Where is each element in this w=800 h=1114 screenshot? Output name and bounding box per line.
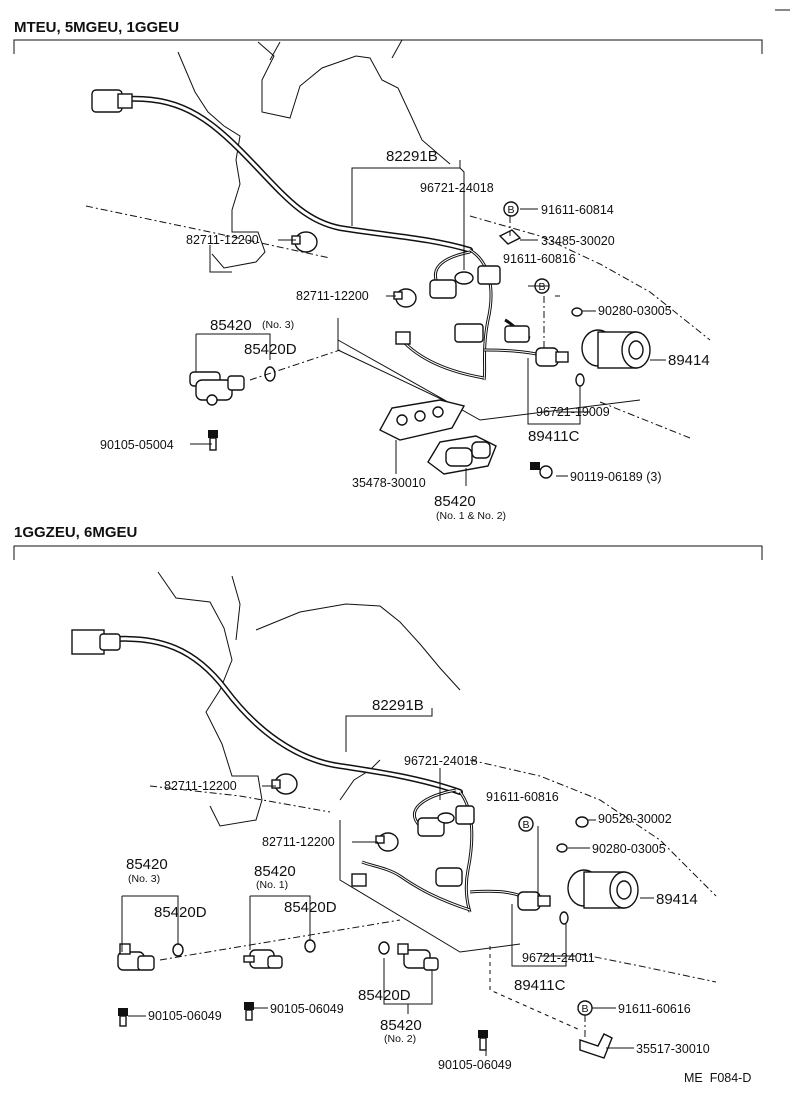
solenoid-3-2-icon (117, 943, 155, 971)
label-oring1: 85420D (284, 899, 337, 916)
label-clip-2: 90280-03005 (592, 842, 666, 856)
bolt-b-2-icon: B (518, 816, 534, 832)
label-solenoid1-note: (No. 1) (256, 879, 288, 891)
svg-text:B: B (522, 819, 529, 831)
label-solenoid3-note: (No. 3) (262, 319, 294, 331)
label-sensor-sub2-2: 96721-24011 (522, 951, 595, 965)
bolt-d-icon (530, 462, 553, 479)
solenoid-12-icon (427, 435, 497, 475)
section-1: MTEU, 5MGEU, 1GGEU (13, 19, 763, 522)
label-sensor: 89411C (528, 428, 580, 445)
label-harness-2: 82291B (372, 697, 424, 714)
footer-code: ME F084-D (684, 1071, 751, 1085)
oring-icon (264, 366, 276, 382)
bolt-a-icon: B (503, 201, 519, 217)
label-solenoid3-2-note: (No. 3) (128, 873, 160, 885)
label-clamp-a: 82711-12200 (186, 233, 259, 247)
label-sensor-2: 89411C (514, 977, 566, 994)
oring-2-icon (378, 941, 390, 955)
label-bolt-d: 90119-06189 (3) (570, 470, 662, 484)
label-bolt-e2: 90105-06049 (270, 1002, 344, 1016)
solenoid-3-icon (189, 371, 245, 406)
clip-icon (571, 307, 583, 317)
label-actuator: 89414 (668, 352, 710, 369)
label-bolt-b: 91611-60816 (503, 252, 576, 266)
bolt-e1-icon (118, 1008, 128, 1027)
label-bolt-e1: 90105-06049 (148, 1009, 222, 1023)
label-solenoid12-note: (No. 1 & No. 2) (436, 510, 506, 522)
transmission-case-outline-2 (149, 571, 717, 1031)
label-solenoid2: 85420 (380, 1017, 422, 1034)
bracket-icon (498, 229, 522, 245)
clamp-b-2-icon (375, 832, 399, 852)
actuator-2-icon (567, 869, 639, 909)
actuator-icon (581, 329, 651, 369)
sensor-connector-2-icon (455, 805, 475, 825)
label-sensor-sub: 96721-24018 (420, 181, 494, 195)
bolt-c-icon (208, 430, 218, 451)
oring-1-icon (304, 939, 316, 953)
label-gasket: 35478-30010 (352, 476, 426, 490)
label-oring3: 85420D (154, 904, 207, 921)
bolt-f-icon: B (577, 1000, 593, 1016)
clip-2-icon (556, 843, 568, 853)
leader-lines-2 (121, 708, 654, 1056)
oring-3-icon (172, 943, 184, 957)
label-oring: 85420D (244, 341, 297, 358)
label-solenoid1: 85420 (254, 863, 296, 880)
svg-text:B: B (507, 204, 514, 216)
label-solenoid2-note: (No. 2) (384, 1033, 416, 1045)
label-clamp-b-2: 82711-12200 (262, 835, 335, 849)
label-harness: 82291B (386, 148, 438, 165)
sensor-oring-icon (454, 271, 474, 285)
clamp-b-icon (393, 288, 417, 308)
transmission-case-outline (85, 39, 711, 439)
label-bolt-a: 91611-60814 (541, 203, 614, 217)
label-solenoid12: 85420 (434, 493, 476, 510)
section-2: 1GGZEU, 6MGEU (13, 524, 763, 1072)
bolt-e2-icon (244, 1002, 254, 1021)
sensor-oring-3-icon (437, 812, 455, 824)
sensor-connector-icon (477, 265, 501, 285)
label-bolt-e3: 90105-06049 (438, 1058, 512, 1072)
svg-text:B: B (581, 1003, 588, 1015)
label-sensor-sub2: 96721-19009 (536, 405, 610, 419)
label-clamp-a-2: 82711-12200 (164, 779, 237, 793)
label-solenoid3: 85420 (210, 317, 252, 334)
svg-text:B: B (538, 281, 545, 293)
clamp-a-2-icon (271, 773, 298, 795)
label-actuator-2: 89414 (656, 891, 698, 908)
label-oring2: 85420D (358, 987, 411, 1004)
clamp-a-icon (291, 231, 318, 253)
label-washer: 90520-30002 (598, 812, 672, 826)
section-2-title: 1GGZEU, 6MGEU (14, 524, 137, 541)
label-bracket-2: 35517-30010 (636, 1042, 710, 1056)
label-bolt-c: 90105-05004 (100, 438, 174, 452)
label-bracket: 33485-30020 (541, 234, 615, 248)
section-2-frame (13, 545, 763, 560)
wire-harness-1 (91, 89, 546, 381)
solenoid-2-icon (397, 943, 439, 971)
bolt-e3-icon (478, 1030, 488, 1051)
label-solenoid3-2: 85420 (126, 856, 168, 873)
label-clamp-b: 82711-12200 (296, 289, 369, 303)
label-bolt-f: 91611-60616 (618, 1002, 691, 1016)
harness-connector-2-icon (71, 629, 105, 655)
solenoid-1-icon (243, 949, 283, 969)
solenoid-connector-icon (429, 279, 457, 299)
speed-sensor-icon (535, 347, 569, 367)
sensor-oring-4-icon (559, 911, 569, 925)
label-sensor-sub-2: 96721-24018 (404, 754, 478, 768)
sensor-oring-2-icon (575, 373, 585, 387)
section-1-frame (13, 39, 763, 54)
label-clip: 90280-03005 (598, 304, 672, 318)
bracket-2-icon (579, 1033, 613, 1059)
washer-icon (575, 816, 589, 828)
section-1-title: MTEU, 5MGEU, 1GGEU (14, 19, 179, 36)
label-bolt-b-2: 91611-60816 (486, 790, 559, 804)
leader-lines-1 (190, 160, 666, 486)
speed-sensor-2-icon (517, 891, 551, 911)
